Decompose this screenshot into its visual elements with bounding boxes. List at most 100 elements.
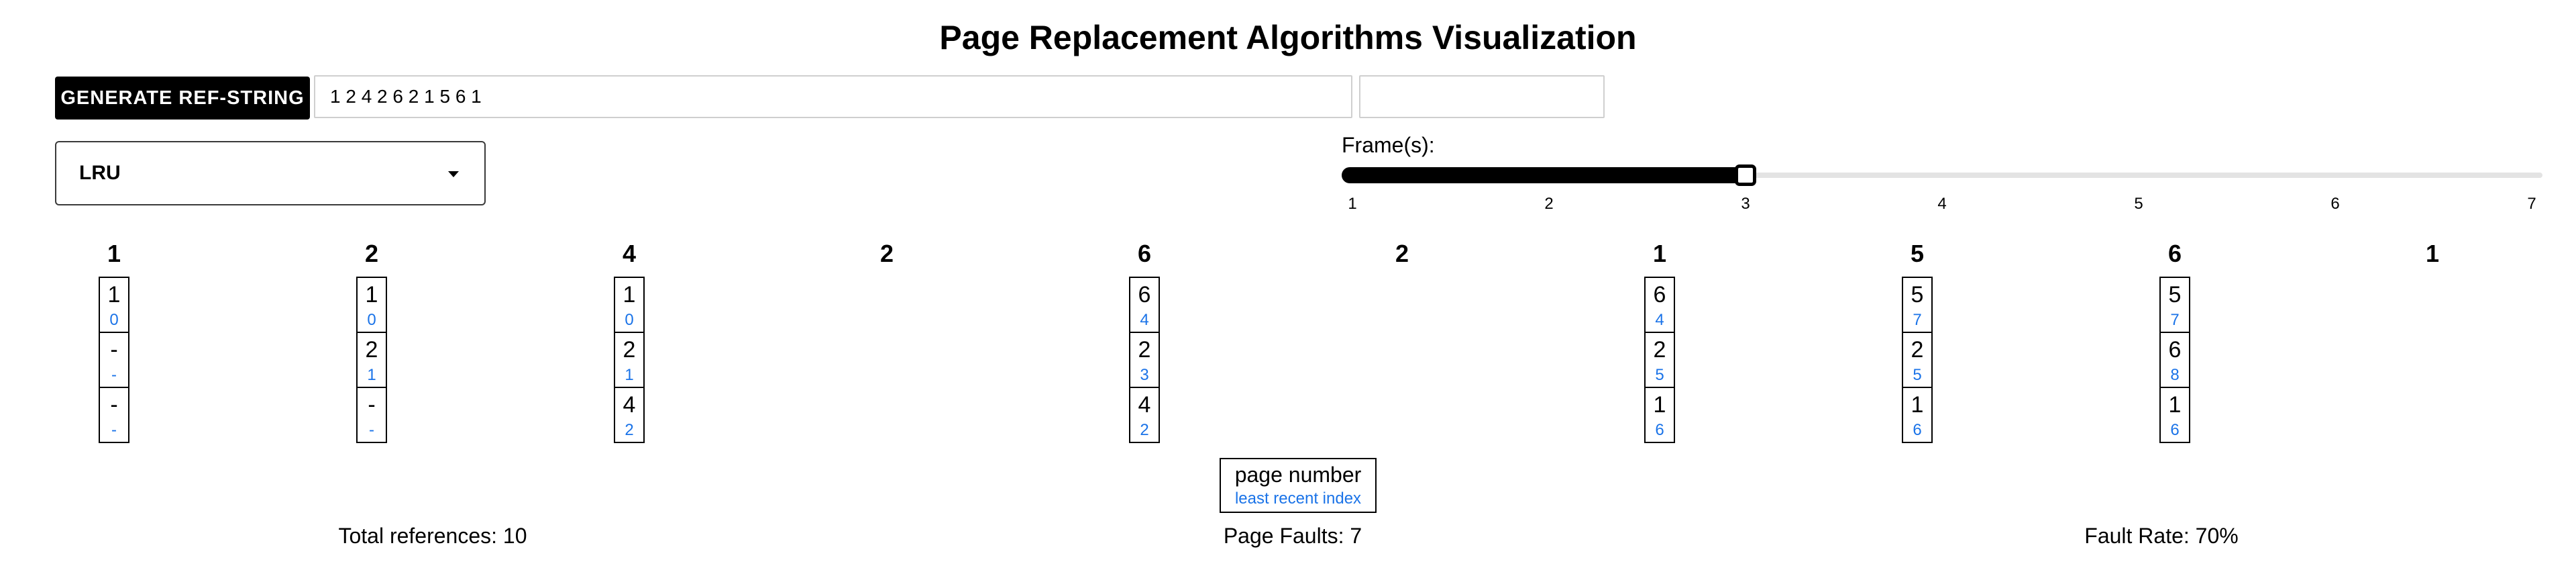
generate-ref-string-button[interactable]: GENERATE REF-STRING [55,77,310,120]
reference-page-label: 5 [1910,240,1925,267]
frames-slider[interactable]: 1 2 3 4 5 6 7 [1342,164,2542,213]
legend-page-number: page number [1234,463,1362,487]
frame-recent-index: 0 [367,311,376,329]
frame-recent-index: 0 [109,311,119,329]
frame-page-number: 1 [1911,392,1924,418]
page-title: Page Replacement Algorithms Visualizatio… [939,19,1637,56]
frame-recent-index: 1 [367,366,376,384]
frame-recent-index: 7 [1913,311,1922,329]
slider-tick-label: 1 [1348,195,1357,213]
frame-recent-index: 2 [1140,421,1149,439]
frames-label: Frame(s): [1342,133,1435,157]
slider-track [1342,167,1746,183]
frame-recent-index: 5 [1913,366,1922,384]
reference-page-label: 6 [2167,240,2182,267]
frame-recent-index: 7 [2170,311,2180,329]
frame-page-number: 2 [1653,337,1666,363]
frame-page-number: 5 [1911,282,1924,307]
slider-tick-label: 7 [2527,195,2536,213]
frame-page-number: 1 [365,282,378,307]
reference-page-label: 2 [879,240,894,267]
frame-recent-index: 8 [2170,366,2180,384]
frame-page-number: - [110,392,118,418]
legend-box: page number least recent index [1220,458,1377,513]
reference-page-label: 4 [622,240,637,267]
frame-recent-index: 4 [1140,311,1149,329]
frame-page-number: 6 [1138,282,1151,307]
frame-cell: -- [356,387,387,443]
frame-cell: -- [99,332,129,388]
frame-page-number: 1 [1653,392,1666,418]
frame-recent-index: 6 [2170,421,2180,439]
slider-rail [1342,173,2542,178]
frame-page-number: 2 [1911,337,1924,363]
frame-recent-index: - [369,421,374,439]
frame-recent-index: - [111,421,117,439]
frame-page-number: 1 [2168,392,2182,418]
frame-page-number: 2 [1138,337,1151,363]
frame-recent-index: 2 [625,421,634,439]
algorithm-select[interactable]: LRU [55,141,486,205]
frame-page-number: 5 [2168,282,2182,307]
frame-recent-index: 0 [625,311,634,329]
reference-page-label: 1 [107,240,121,267]
slider-tick-label: 5 [2134,195,2143,213]
reference-page-label: 1 [1652,240,1667,267]
frame-page-number: - [368,392,376,418]
frame-page-number: 1 [107,282,121,307]
slider-thumb[interactable] [1735,164,1756,186]
frame-recent-index: - [111,366,117,384]
page-faults-stat: Page Faults: 7 [1223,524,1362,548]
frame-recent-index: 3 [1140,366,1149,384]
fault-rate-stat: Fault Rate: 70% [2084,524,2239,548]
slider-tick-label: 6 [2330,195,2340,213]
frame-page-number: 6 [2168,337,2182,363]
reference-page-label: 2 [1395,240,1409,267]
slider-tick-label: 2 [1544,195,1554,213]
frame-page-number: 4 [623,392,636,418]
ref-string-input[interactable] [314,75,1352,118]
slider-tick-label: 3 [1741,195,1750,213]
total-references-stat: Total references: 10 [338,524,527,548]
frame-recent-index: 6 [1655,421,1664,439]
reference-page-label: 1 [2425,240,2440,267]
reference-page-label: 6 [1137,240,1152,267]
ref-length-input[interactable] [1359,75,1605,118]
legend-least-recent-index: least recent index [1234,489,1362,508]
caret-down-icon [448,171,459,177]
frame-recent-index: 5 [1655,366,1664,384]
frame-recent-index: 1 [625,366,634,384]
slider-tick-label: 4 [1937,195,1947,213]
algorithm-select-value: LRU [79,162,121,184]
frame-page-number: 1 [623,282,636,307]
reference-page-label: 2 [364,240,379,267]
frame-page-number: 4 [1138,392,1151,418]
frame-page-number: 6 [1653,282,1666,307]
frame-recent-index: 4 [1655,311,1664,329]
frame-recent-index: 6 [1913,421,1922,439]
frame-page-number: 2 [623,337,636,363]
